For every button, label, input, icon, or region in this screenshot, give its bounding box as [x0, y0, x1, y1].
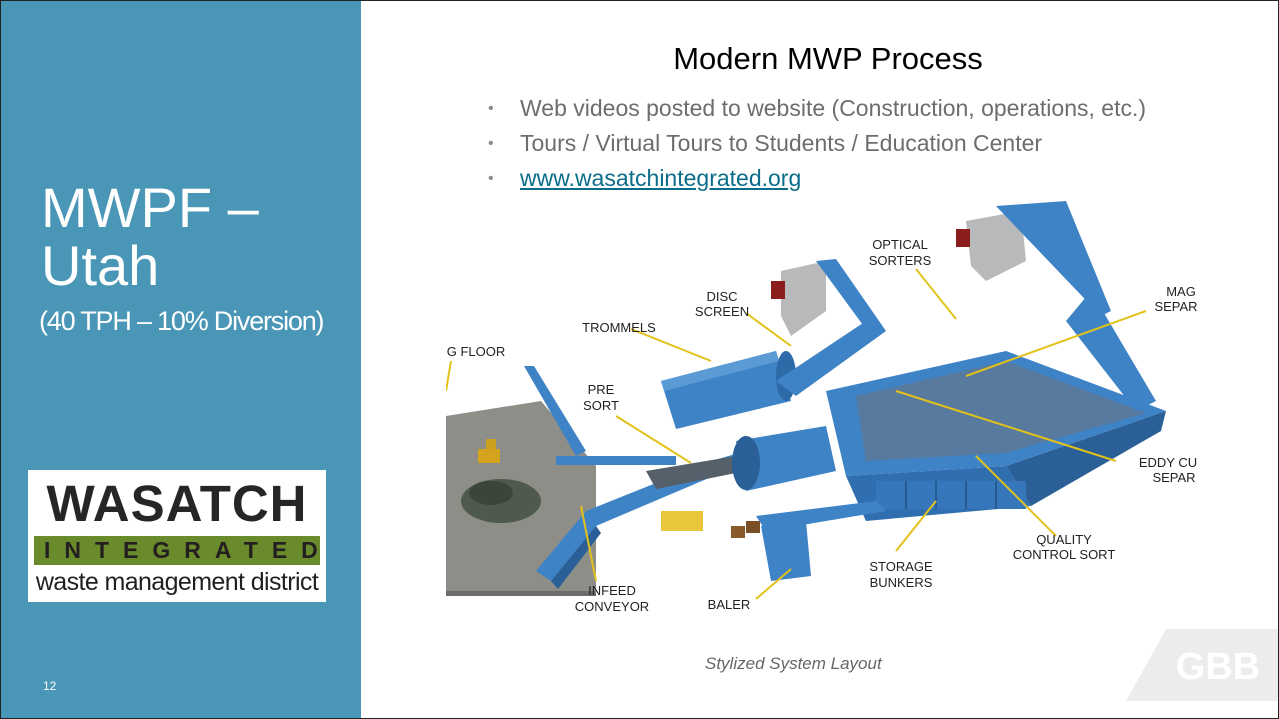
bullet-text: Tours / Virtual Tours to Students / Educ… [520, 130, 1043, 156]
diagram-caption: Stylized System Layout [705, 654, 882, 673]
label-mag-1: MAG [1166, 284, 1196, 299]
side-conveyor [816, 259, 886, 336]
logo-wordmark: WASATCH [46, 475, 308, 532]
logo-tagline: waste management district [35, 568, 319, 596]
bullet-item: • Tours / Virtual Tours to Students / Edu… [488, 126, 1146, 161]
label-eddy-1: EDDY CU [1139, 455, 1197, 470]
bullet-icon: • [488, 100, 494, 117]
label-quality-1: QUALITY [1036, 532, 1092, 547]
label-mag-2: SEPAR [1154, 299, 1197, 314]
trommel-2 [736, 426, 836, 491]
label-optical-2: SORTERS [869, 253, 932, 268]
feed-conveyor [556, 456, 676, 465]
bullet-text: Web videos posted to website (Constructi… [520, 95, 1147, 121]
label-tipping-floor: G FLOOR [447, 344, 506, 359]
top-conveyor [996, 201, 1111, 316]
label-disc-screen-2: SCREEN [695, 304, 749, 319]
storage-bunkers [876, 481, 1026, 509]
label-storage-2: BUNKERS [870, 575, 933, 590]
label-trommels: TROMMELS [582, 320, 656, 335]
pre-sort-incline [524, 366, 586, 456]
exit-conveyor [1066, 291, 1156, 411]
callout-lines [446, 268, 1147, 600]
label-optical-1: OPTICAL [872, 237, 928, 252]
label-quality-2: CONTROL SORT [1013, 547, 1116, 562]
truck-1 [781, 261, 826, 336]
trommels [661, 351, 791, 429]
label-infeed-1: INFEED [588, 583, 636, 598]
bullet-icon: • [488, 170, 494, 187]
label-eddy-2: SEPAR [1152, 470, 1195, 485]
bullet-list: • Web videos posted to website (Construct… [488, 91, 1146, 196]
sidebar-title-line1: MWPF – [41, 176, 259, 239]
slide-title: Modern MWP Process [673, 41, 983, 76]
bullet-item: • www.wasatchintegrated.org [488, 161, 1146, 196]
sidebar-title: MWPF – Utah [41, 179, 259, 295]
label-storage-1: STORAGE [869, 559, 933, 574]
label-pre-sort-2: SORT [583, 398, 619, 413]
website-link[interactable]: www.wasatchintegrated.org [520, 165, 802, 191]
system-layout-diagram: G FLOOR TROMMELS DISC SCREEN OPTICAL SOR… [446, 201, 1198, 614]
sidebar-panel: MWPF – Utah (40 TPH – 10% Diversion) WAS… [1, 1, 361, 718]
sidebar-subtitle: (40 TPH – 10% Diversion) [39, 306, 325, 336]
baler-bales [661, 511, 703, 531]
pre-sort-platform [646, 456, 746, 489]
baler [761, 521, 811, 581]
label-pre-sort-1: PRE [588, 382, 615, 397]
wasatch-logo: WASATCH INTEGRATED waste management dist… [28, 470, 326, 602]
logo-band: INTEGRATED [34, 536, 320, 565]
label-baler: BALER [708, 597, 751, 612]
disc-screen [776, 321, 886, 396]
label-infeed-2: CONVEYOR [575, 599, 649, 614]
bullet-icon: • [488, 135, 494, 152]
gbb-mark: GBB [1176, 646, 1260, 688]
truck-2 [966, 211, 1026, 281]
page-number: 12 [43, 679, 57, 693]
gbb-logo: GBB [1126, 629, 1278, 701]
loader [478, 449, 500, 463]
bullet-item: • Web videos posted to website (Construct… [488, 91, 1146, 126]
label-disc-screen-1: DISC [706, 289, 737, 304]
sidebar-title-line2: Utah [41, 234, 160, 297]
